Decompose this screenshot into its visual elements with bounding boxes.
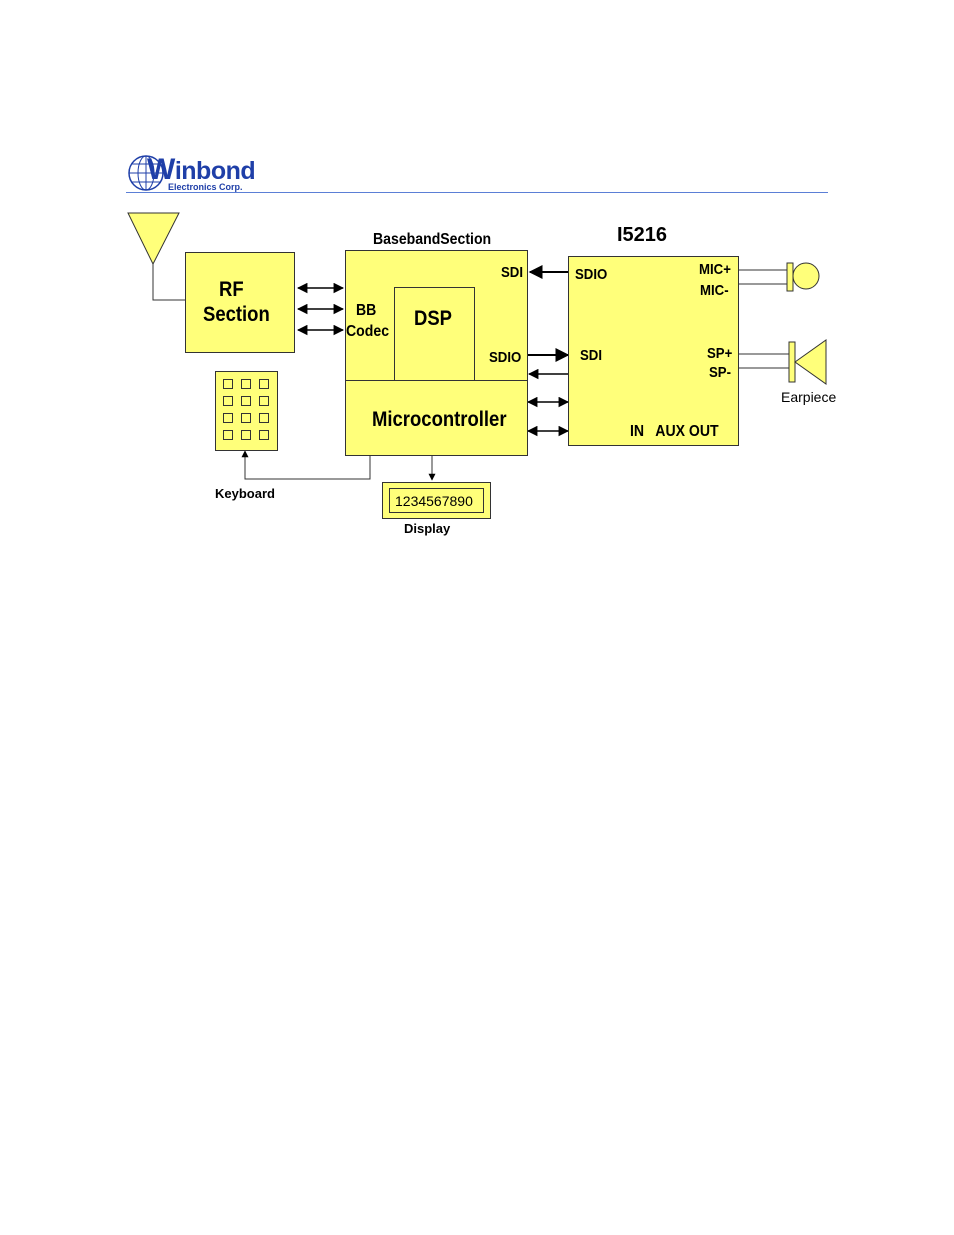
keyboard-label: Keyboard [215,487,275,500]
antenna-icon [128,213,186,300]
baseband-section-title: BasebandSection [373,232,491,248]
i5216-title: I5216 [617,225,667,245]
in-aux-out-label: IN AUX OUT [630,424,719,440]
mic-plus-label: MIC+ [699,262,731,277]
display-label: Display [404,522,450,535]
bb-label: BB [356,303,376,319]
micro-divider [345,380,528,381]
microphone-icon [739,263,819,291]
bb-sdio-label: SDIO [489,350,521,365]
rf-section-label: Section [203,304,270,325]
chip-sdio-label: SDIO [575,267,607,282]
microcontroller-label: Microcontroller [372,409,507,430]
sp-minus-label: SP- [709,365,731,380]
speaker-icon [739,340,826,384]
dsp-block [394,287,475,381]
mic-minus-label: MIC- [700,283,729,298]
display-text: 1234567890 [395,494,473,508]
chip-sdi-label: SDI [580,348,602,363]
codec-label: Codec [346,324,389,340]
earpiece-label: Earpiece [781,390,836,404]
bb-sdi-label: SDI [501,265,523,280]
dsp-label: DSP [414,308,452,329]
sp-plus-label: SP+ [707,346,732,361]
rf-label: RF [219,279,244,300]
